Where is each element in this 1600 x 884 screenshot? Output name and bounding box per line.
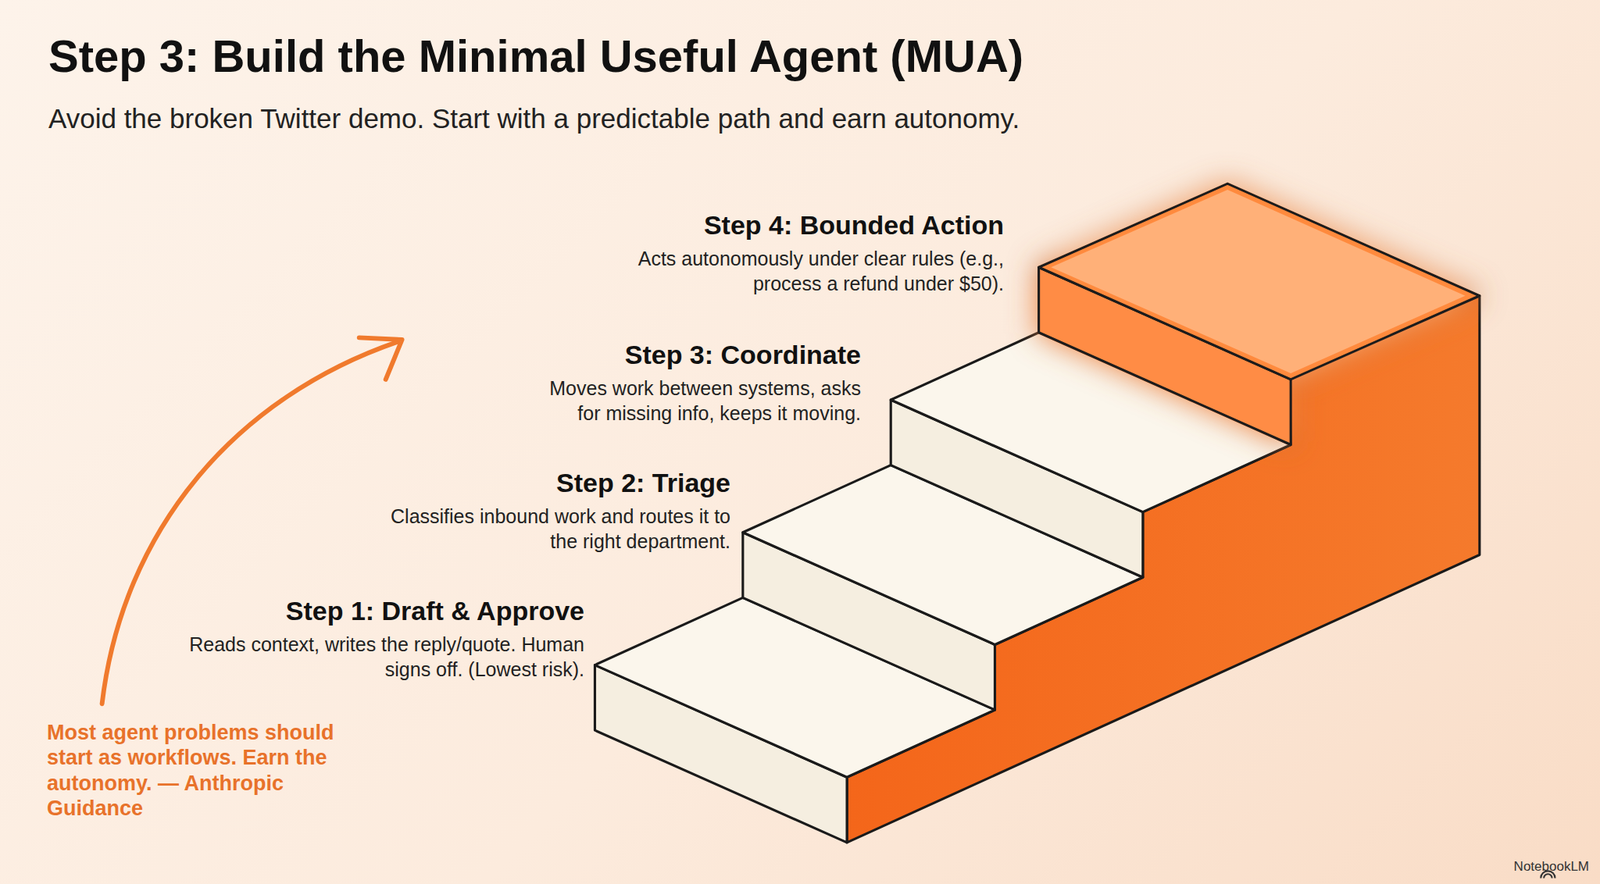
stair-tread [1039, 183, 1480, 380]
step-description: Acts autonomously under clear rules (e.g… [628, 246, 1004, 297]
subtitle: Avoid the broken Twitter demo. Start wit… [48, 103, 1020, 135]
step-block: Step 2: TriageClassifies inbound work an… [378, 467, 731, 555]
step-heading: Step 4: Bounded Action [628, 209, 1004, 242]
step-description: Reads context, writes the reply/quote. H… [185, 632, 585, 683]
step-heading: Step 2: Triage [378, 467, 731, 500]
glow-edge [1050, 189, 1465, 374]
quote-callout: Most agent problems should start as work… [46, 720, 375, 822]
arrow-head [359, 337, 403, 380]
watermark: NotebookLM [1514, 859, 1590, 875]
step-heading: Step 1: Draft & Approve [185, 595, 585, 628]
step-heading: Step 3: Coordinate [525, 339, 861, 372]
step-block: Step 1: Draft & ApproveReads context, wr… [185, 595, 585, 683]
step-description: Classifies inbound work and routes it to… [378, 503, 731, 555]
step-description: Moves work between systems, asks for mis… [525, 375, 861, 427]
step-block: Step 3: CoordinateMoves work between sys… [525, 339, 861, 427]
step-block: Step 4: Bounded ActionActs autonomously … [628, 209, 1004, 297]
page-title: Step 3: Build the Minimal Useful Agent (… [48, 29, 1024, 83]
